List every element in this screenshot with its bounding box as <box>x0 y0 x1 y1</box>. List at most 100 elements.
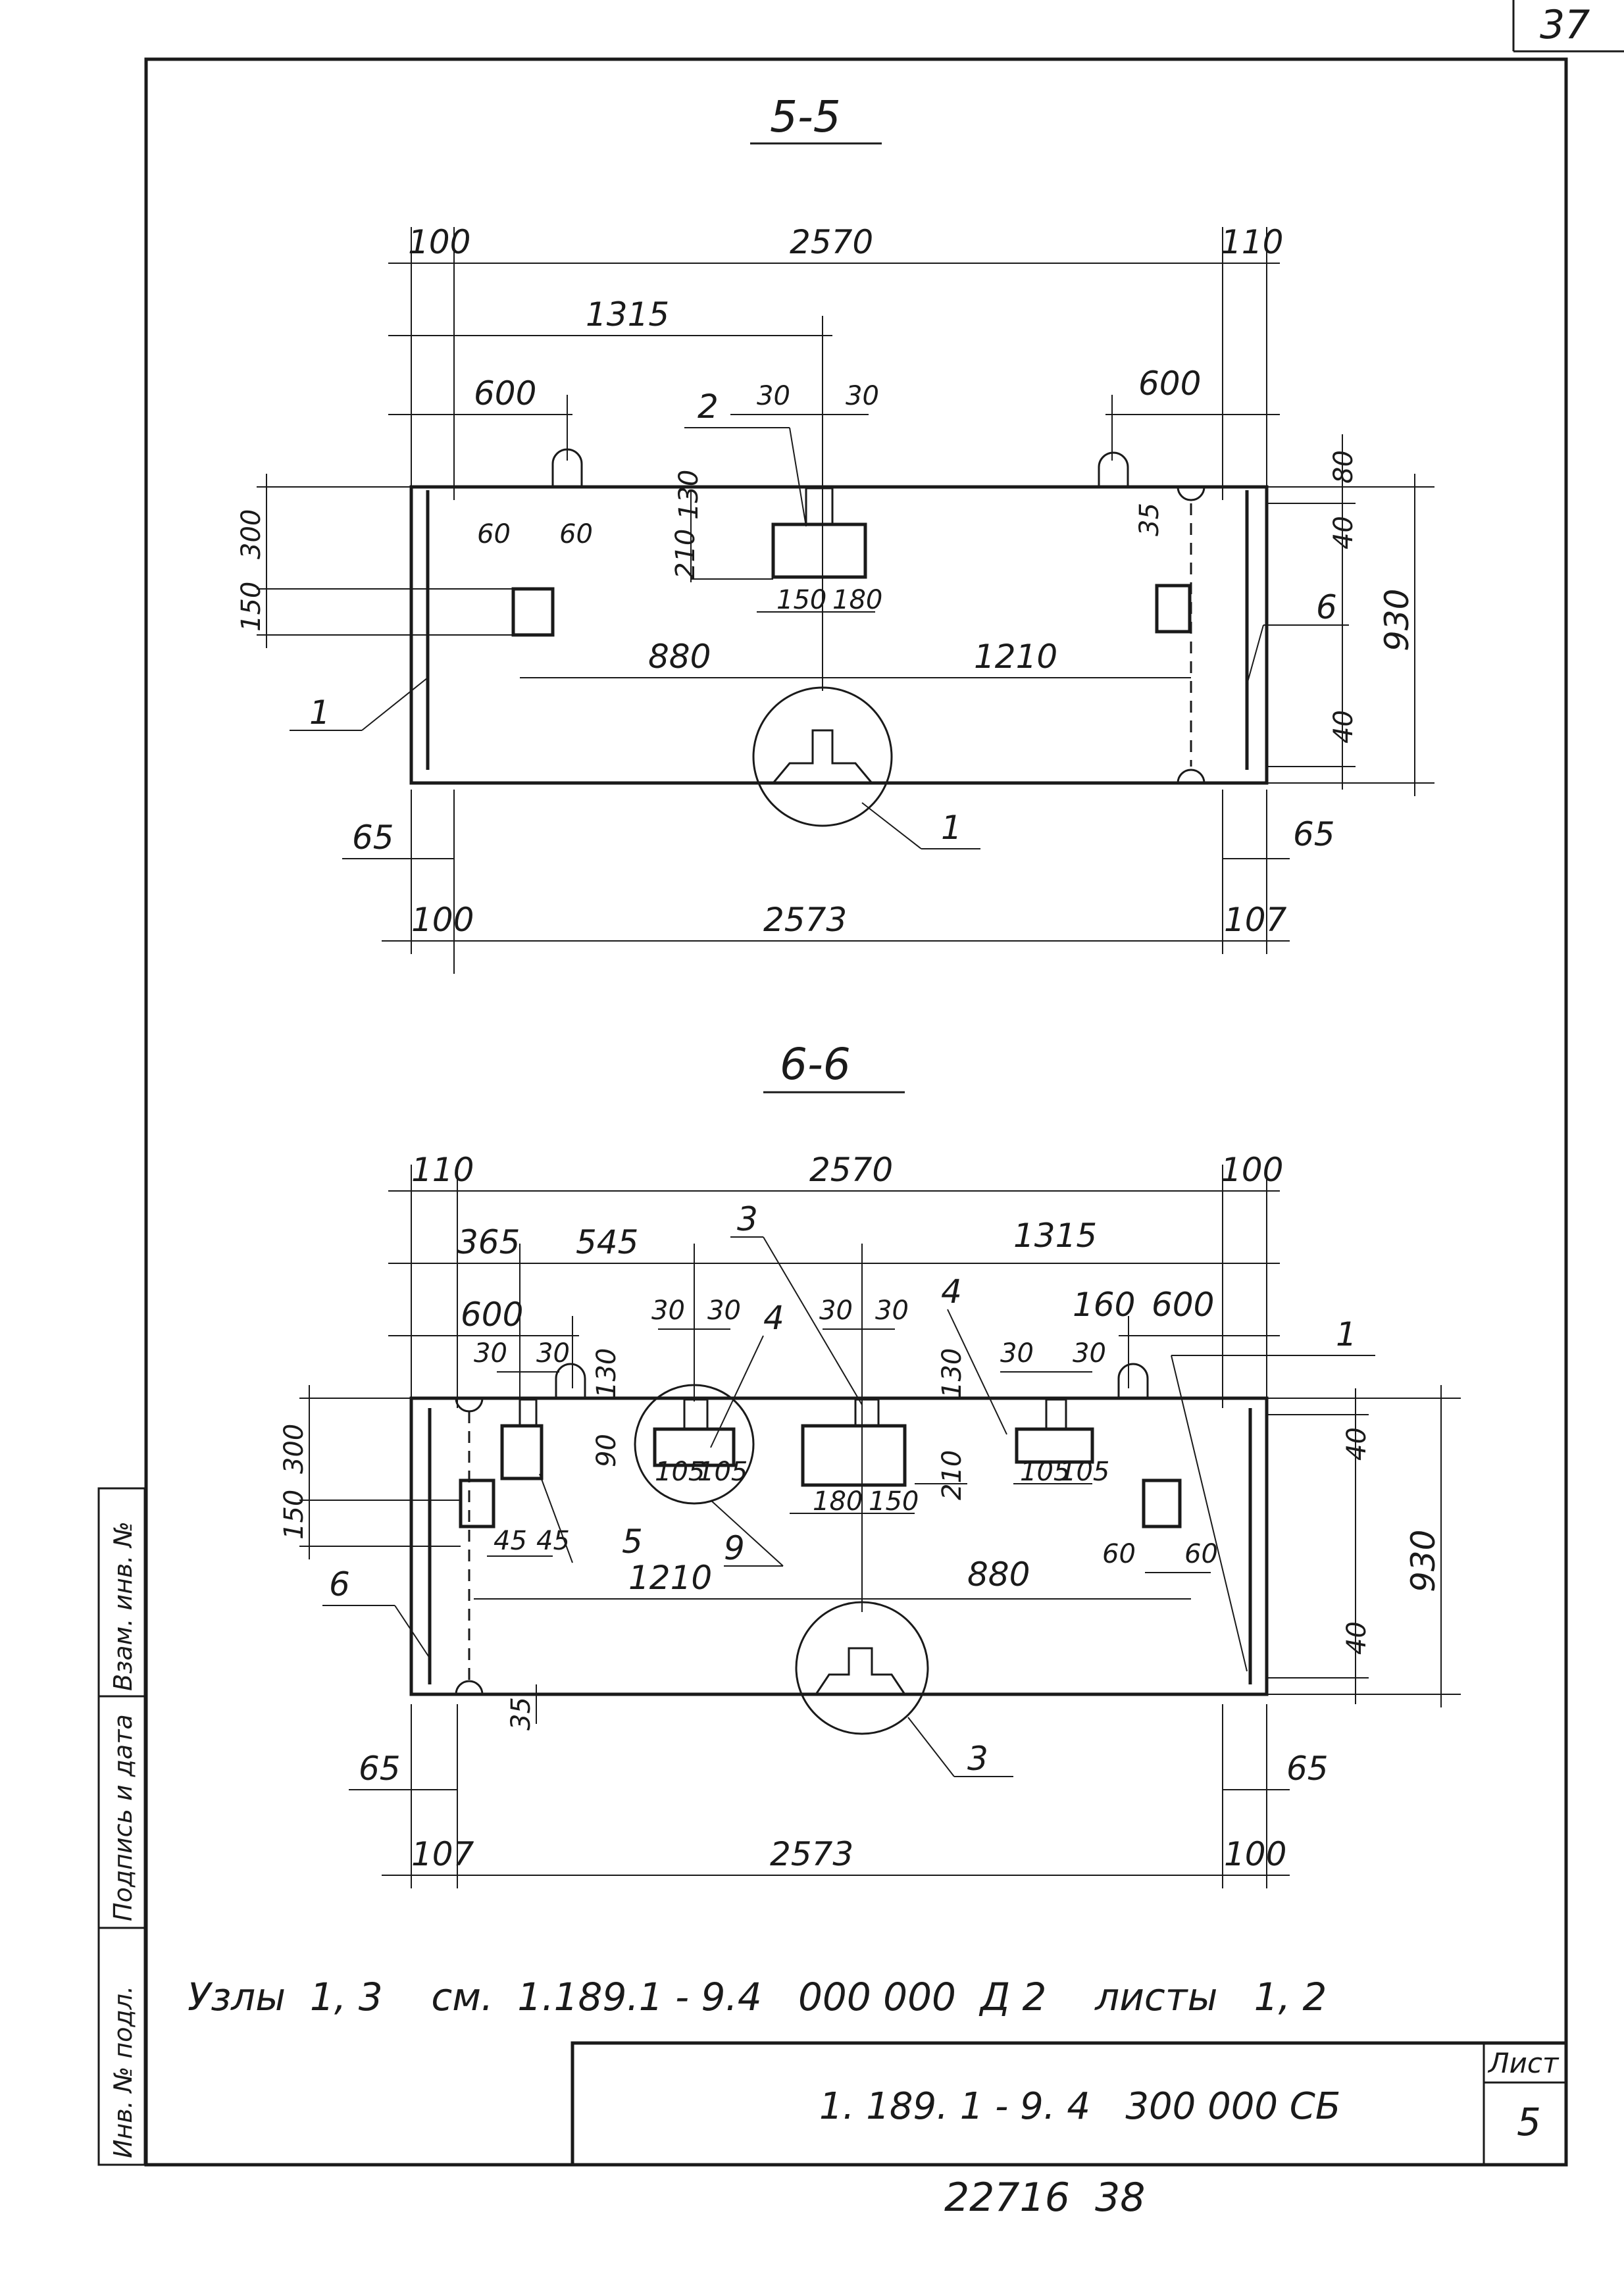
dim-bot-right: 107 <box>1224 901 1287 939</box>
dim-h210: 210 <box>937 1450 967 1500</box>
section-title: 6-6 <box>780 1039 851 1090</box>
dim-w45b: 45 <box>536 1526 570 1556</box>
dim-h300: 300 <box>279 1424 309 1474</box>
dim-d35: 35 <box>1134 503 1165 536</box>
label-item-1: 1 <box>309 694 330 732</box>
stamp-inv-podl: Инв. № подл. <box>109 1986 138 2158</box>
dim-offset-30-right: 30 <box>846 381 879 411</box>
dim-30g: 30 <box>1000 1338 1034 1369</box>
section-title: 5-5 <box>770 91 841 142</box>
dim-r40-top: 40 <box>1329 516 1359 549</box>
dim-w45a: 45 <box>494 1526 527 1556</box>
label-node-3: 3 <box>967 1740 988 1778</box>
dim-s880: 880 <box>967 1555 1030 1594</box>
dim-w60b: 60 <box>1184 1539 1218 1569</box>
dim-h130: 130 <box>674 470 704 520</box>
dim-b65-left: 65 <box>359 1750 401 1788</box>
stamp-signature-date: Подпись и дата <box>109 1714 138 1921</box>
label-item-3: 3 <box>737 1200 758 1238</box>
dim-w105b: 105 <box>698 1457 748 1487</box>
dim-r80: 80 <box>1329 450 1359 484</box>
drawing-frame <box>144 57 1568 2167</box>
label-item-5: 5 <box>622 1523 643 1561</box>
dim-bot-total: 2573 <box>763 901 847 939</box>
dim-h210: 210 <box>671 529 701 579</box>
dim-r40-bot: 40 <box>1329 710 1359 744</box>
dim-w150: 150 <box>776 585 826 615</box>
dim-160: 160 <box>1073 1286 1135 1324</box>
label-item-1: 1 <box>1336 1315 1357 1353</box>
dim-h130a: 130 <box>592 1348 622 1398</box>
dim-top-total: 2570 <box>790 223 873 261</box>
dim-s1210: 1210 <box>628 1559 712 1597</box>
dim-center: 1315 <box>586 295 669 334</box>
archive-number: 22716 38 <box>944 2175 1145 2221</box>
dim-s880: 880 <box>648 638 711 676</box>
label-item-2: 2 <box>698 388 719 426</box>
sheet-label: Лист <box>1487 2047 1560 2079</box>
dim-left-600: 600 <box>474 374 536 413</box>
label-item-9: 9 <box>724 1529 745 1567</box>
dim-w60a: 60 <box>1102 1539 1136 1569</box>
dim-w180: 180 <box>832 585 882 615</box>
dim-b65-right: 65 <box>1286 1750 1329 1788</box>
page-number: 37 <box>1540 2 1590 48</box>
stamp-vzam-inv: Взам. инв. № <box>109 1521 138 1691</box>
dim-30e: 30 <box>819 1296 853 1326</box>
dim-top-total: 2570 <box>809 1151 893 1189</box>
dim-bot-total: 2573 <box>770 1835 853 1873</box>
dim-right-600: 600 <box>1152 1286 1214 1324</box>
nodes-reference-note: Узлы 1, 3 см. 1.189.1 - 9.4 000 000 Д 2 … <box>188 1975 1327 2019</box>
dim-545: 545 <box>576 1223 638 1261</box>
dim-b65-left: 65 <box>352 819 394 857</box>
label-item-4b: 4 <box>941 1273 962 1311</box>
label-node-1: 1 <box>941 809 962 847</box>
dim-h90: 90 <box>592 1434 622 1467</box>
section-5-5: 5-5 <box>236 91 1434 974</box>
label-item-6: 6 <box>329 1565 350 1603</box>
dim-w150: 150 <box>869 1486 919 1517</box>
dim-30c: 30 <box>651 1296 685 1326</box>
dim-r40-bot: 40 <box>1342 1621 1372 1655</box>
document-designation: 1. 189. 1 - 9. 4 300 000 СБ <box>819 2085 1340 2128</box>
dim-bot-left: 100 <box>411 901 474 939</box>
dim-emb-h-150: 150 <box>236 582 266 632</box>
dim-top-right: 100 <box>1221 1151 1283 1189</box>
dim-h930: 930 <box>1404 1530 1442 1592</box>
dim-bot-left: 107 <box>411 1835 474 1873</box>
dim-w105a: 105 <box>655 1457 705 1487</box>
dim-h930: 930 <box>1378 589 1416 651</box>
title-block: Лист 5 1. 189. 1 - 9. 4 300 000 СБ <box>571 2041 1568 2167</box>
side-stamp: Инв. № подл. Подпись и дата Взам. инв. № <box>97 1487 146 2166</box>
dim-b65-right: 65 <box>1293 815 1335 853</box>
label-item-4a: 4 <box>763 1299 784 1337</box>
dim-w105c: 105 <box>1020 1457 1070 1487</box>
dim-emb-h-300: 300 <box>236 509 266 559</box>
dim-h150: 150 <box>279 1490 309 1540</box>
dim-30b: 30 <box>536 1338 570 1369</box>
sheet-number: 5 <box>1517 2100 1541 2144</box>
dim-left-600: 600 <box>461 1296 523 1334</box>
dim-30a: 30 <box>474 1338 507 1369</box>
dim-w60-right: 60 <box>559 519 593 549</box>
dim-30f: 30 <box>875 1296 909 1326</box>
dim-r40-top: 40 <box>1342 1427 1372 1461</box>
dim-d35: 35 <box>506 1697 536 1730</box>
dim-30h: 30 <box>1073 1338 1106 1369</box>
dim-top-left: 110 <box>411 1151 474 1189</box>
dim-top-left: 100 <box>408 223 470 261</box>
dim-bot-right: 100 <box>1224 1835 1286 1873</box>
dim-1315: 1315 <box>1013 1217 1097 1255</box>
dim-30d: 30 <box>707 1296 741 1326</box>
dim-w180: 180 <box>813 1486 863 1517</box>
page-number-box: 37 <box>1512 0 1624 53</box>
dim-s1210: 1210 <box>974 638 1057 676</box>
dim-top-right: 110 <box>1221 223 1283 261</box>
dim-w105d: 105 <box>1059 1457 1109 1487</box>
section-6-6: 6-6 <box>279 1039 1461 1888</box>
dim-offset-30-left: 30 <box>757 381 790 411</box>
dim-h130b: 130 <box>937 1348 967 1398</box>
dim-right-600: 600 <box>1138 365 1201 403</box>
dim-365: 365 <box>457 1223 520 1261</box>
